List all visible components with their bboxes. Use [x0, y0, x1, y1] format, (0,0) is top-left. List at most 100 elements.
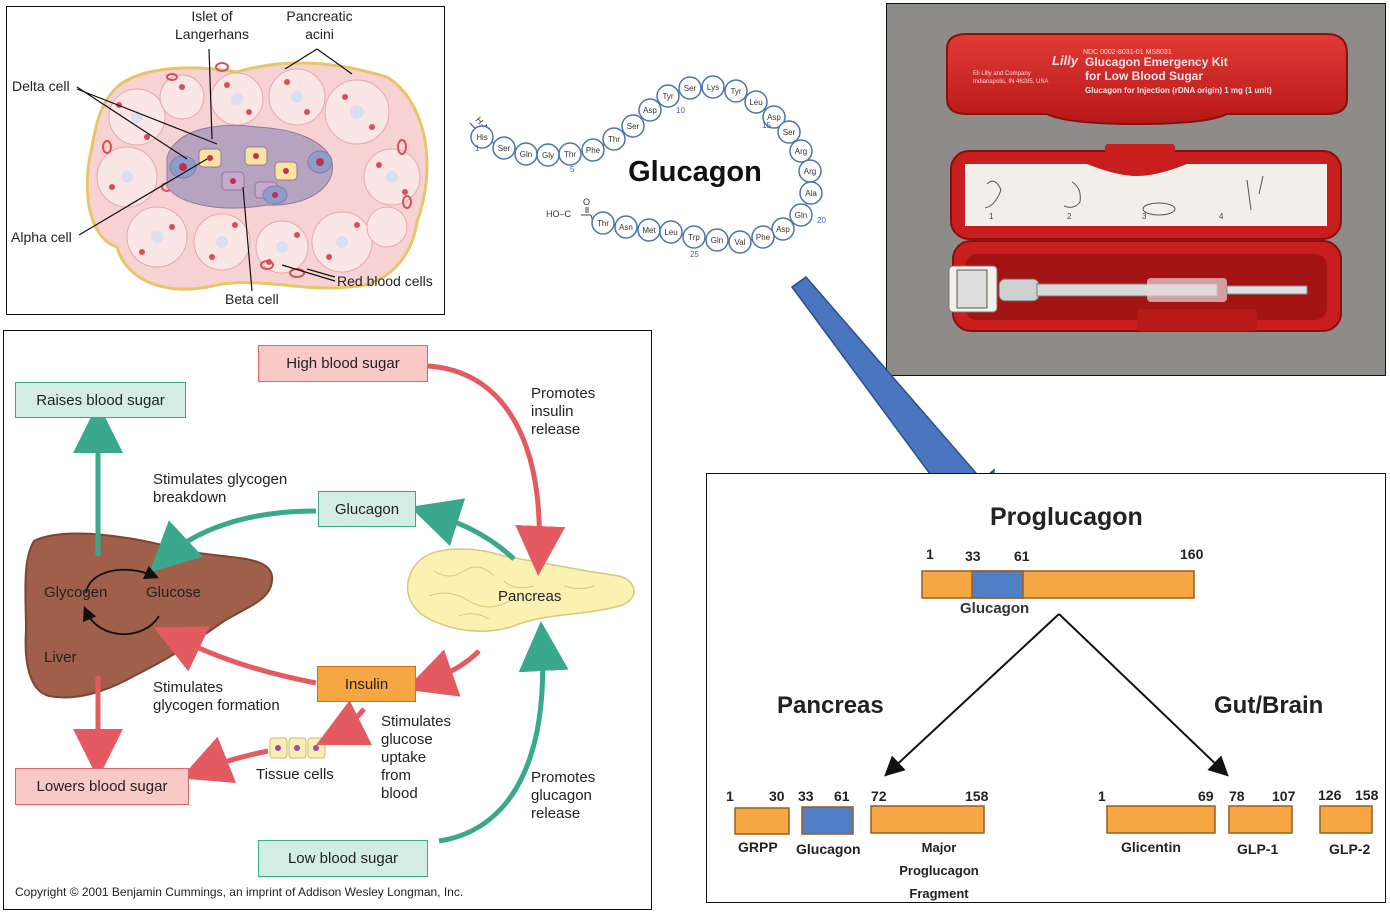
- c-terminus: HO–C: [546, 209, 572, 219]
- residue-circle: [492, 136, 516, 160]
- glp1-label: GLP-1: [1237, 841, 1279, 857]
- glucagon-title: Glucagon: [628, 156, 762, 188]
- glicentin-start: 1: [1098, 788, 1106, 804]
- proglucagon-title: Proglucagon: [990, 503, 1143, 531]
- stim-uptake-label: Stimulates glucose uptake from blood: [381, 713, 452, 802]
- tissue-cells-label: Tissue cells: [256, 766, 334, 783]
- glp1-end: 107: [1272, 788, 1296, 804]
- glucose-label: Glucose: [146, 584, 202, 601]
- mpgf-label: Major Proglucagon Fragment: [899, 840, 979, 901]
- kit-brand: Lilly: [1052, 53, 1079, 68]
- residue-label: Ser: [498, 144, 511, 153]
- low-blood-sugar-box: Low blood sugar: [258, 840, 428, 877]
- residue-circle: [751, 225, 775, 249]
- islet-panel: Islet of Langerhans Pancreatic acini Del…: [6, 6, 445, 315]
- residue-label: Phe: [756, 233, 771, 242]
- kit-line2: for Low Blood Sugar: [1085, 69, 1203, 83]
- residue-circle: [614, 215, 638, 239]
- residue-label: Trp: [688, 233, 700, 242]
- residue-label: His: [476, 133, 488, 142]
- glucagon-kit-photo: Lilly NDC 0002-8031-01 MS8031 Glucagon E…: [886, 3, 1386, 376]
- promotes-insulin-label: Promotes insulin release: [531, 385, 596, 438]
- kit-line1: Glucagon Emergency Kit: [1085, 55, 1228, 69]
- residue-circle: [581, 138, 605, 162]
- residue-number: 25: [690, 250, 699, 259]
- num-160: 160: [1180, 546, 1204, 562]
- proglucagon-panel: Proglucagon 1 33 61 160 Glucagon Pancrea…: [706, 473, 1386, 903]
- residue-label: Leu: [664, 228, 677, 237]
- residue-circle: [701, 75, 725, 99]
- residue-circle: [724, 79, 748, 103]
- acini-label: Pancreatic acini: [286, 8, 353, 42]
- proglucagon-illustration: [734, 570, 1373, 835]
- kit-company: Eli Lilly and Company Indianapolis, IN 4…: [973, 71, 1049, 85]
- pancreas-label: Pancreas: [498, 588, 562, 605]
- residue-label: Gln: [795, 211, 807, 220]
- copyright-text: Copyright © 2001 Benjamin Cummings, an i…: [15, 885, 464, 899]
- stim-formation-label: Stimulates glycogen formation: [153, 679, 280, 714]
- gutbrain-heading: Gut/Brain: [1214, 692, 1324, 719]
- num-1: 1: [926, 546, 934, 562]
- regulation-illustration: [24, 363, 635, 844]
- glicentin-end: 69: [1198, 788, 1214, 804]
- residue-label: Asp: [776, 225, 790, 234]
- kit-step-1: 1: [989, 212, 994, 221]
- pancreas-heading: Pancreas: [777, 692, 884, 719]
- residue-circle: [678, 76, 702, 100]
- residue-circle: [777, 120, 801, 144]
- glucagon-box: Glucagon: [318, 491, 416, 527]
- kit-illustration: [887, 4, 1384, 374]
- liver-label: Liver: [44, 649, 77, 666]
- high-blood-sugar-box: High blood sugar: [258, 345, 428, 382]
- glucagon-frag-start: 33: [798, 788, 814, 804]
- residue-label: Tyr: [662, 92, 673, 101]
- islet-label: Islet of Langerhans: [175, 8, 249, 42]
- kit-step-4: 4: [1219, 212, 1224, 221]
- kit-small-code: NDC 0002-8031-01 MS8031: [1083, 49, 1172, 56]
- residue-circle: [602, 127, 626, 151]
- residue-circle: [637, 218, 661, 242]
- residue-label: Arg: [795, 147, 807, 156]
- glp2-end: 158: [1355, 787, 1379, 803]
- residue-label: Val: [735, 238, 746, 247]
- glucagon-frag-end: 61: [834, 788, 850, 804]
- residue-circle: [705, 228, 729, 252]
- residue-label: Ser: [684, 84, 697, 93]
- residue-label: Thr: [564, 150, 576, 159]
- svg-text:O: O: [583, 197, 590, 207]
- grpp-label: GRPP: [738, 839, 778, 855]
- lowers-blood-sugar-box: Lowers blood sugar: [15, 768, 189, 805]
- residue-circle: [638, 98, 662, 122]
- stim-breakdown-label: Stimulates glycogen breakdown: [153, 471, 288, 506]
- grpp-start: 1: [726, 788, 734, 804]
- insulin-box: Insulin: [317, 666, 416, 702]
- glucagon-frag-label: Glucagon: [796, 841, 861, 857]
- residue-label: Asp: [643, 106, 657, 115]
- mpgf-start: 72: [871, 788, 887, 804]
- residue-label: Phe: [586, 146, 601, 155]
- rbc-label: Red blood cells: [337, 273, 433, 289]
- residue-label: Ser: [783, 128, 796, 137]
- residue-circle: [591, 211, 615, 235]
- residue-circle: [771, 217, 795, 241]
- glycogen-label: Glycogen: [44, 584, 108, 601]
- glp2-label: GLP-2: [1329, 841, 1371, 857]
- residue-number: 10: [676, 106, 685, 115]
- promotes-glucagon-label: Promotes glucagon release: [531, 769, 596, 822]
- residue-label: Thr: [608, 135, 620, 144]
- residue-label: Asn: [619, 223, 633, 232]
- residue-circle: [789, 203, 813, 227]
- beta-cell-label: Beta cell: [225, 291, 279, 307]
- residue-circle: [799, 181, 823, 205]
- kit-line3: Glucagon for Injection (rDNA origin) 1 m…: [1085, 86, 1272, 95]
- num-61: 61: [1014, 548, 1030, 564]
- alpha-cell-label: Alpha cell: [11, 229, 72, 245]
- glp1-start: 78: [1229, 788, 1245, 804]
- mpgf-end: 158: [965, 788, 989, 804]
- residue-circle: [789, 139, 813, 163]
- raises-blood-sugar-box: Raises blood sugar: [15, 382, 186, 418]
- residue-label: Tyr: [730, 87, 741, 96]
- residue-label: Leu: [749, 98, 762, 107]
